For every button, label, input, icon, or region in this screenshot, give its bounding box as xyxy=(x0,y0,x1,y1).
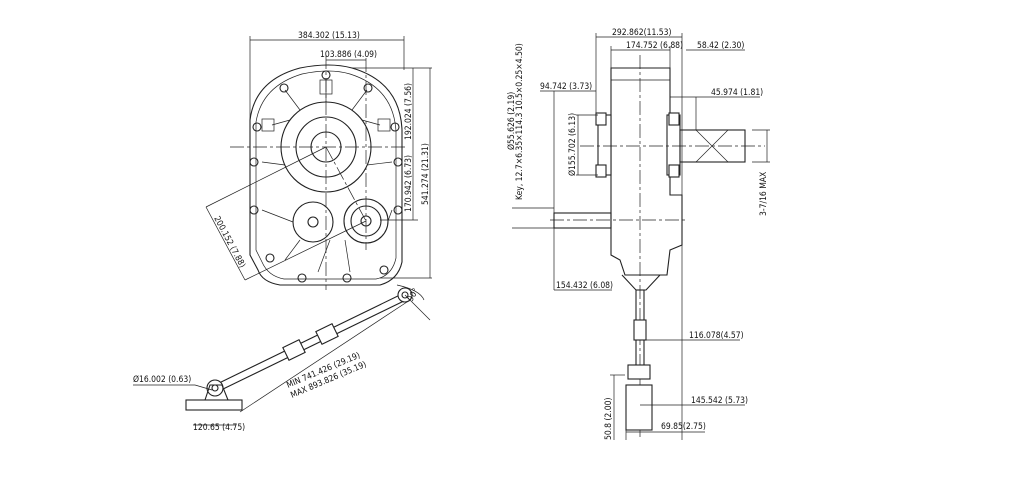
dim-lower-height: 170.942 (6.73) xyxy=(404,155,414,212)
dim-link-offset: 116.078(4.57) xyxy=(689,331,744,341)
side-view: 384.302 (15.13) 103.886 (4.09) 192.024 (… xyxy=(133,31,432,433)
dim-pin-diameter: Ø16.002 (0.63) xyxy=(133,374,191,385)
input-shaft xyxy=(553,212,612,229)
dim-input-shaft-length: 154.432 (6.08) xyxy=(556,281,613,291)
dim-input-shaft-diameter: Ø55.626 (2.19) xyxy=(506,92,517,150)
idler-gear xyxy=(292,201,334,243)
dim-output-offset: 58.42 (2.30) xyxy=(697,41,744,51)
dim-base-width: 69.85(2.75) xyxy=(661,422,706,432)
housing-outline xyxy=(249,64,403,286)
dim-overall-depth: 292.862(11.53) xyxy=(612,28,671,38)
dim-base-offset: 145.542 (5.73) xyxy=(691,396,748,406)
link-base xyxy=(625,384,653,431)
dim-shaft-collar: 45.974 (1.81) xyxy=(711,88,763,98)
dim-flange-offset: 94.742 (3.73) xyxy=(540,82,592,92)
dim-base-height: 50.8 (2.00) xyxy=(604,398,614,440)
dim-shaft-offset: 103.886 (4.09) xyxy=(320,50,377,60)
dim-base-width: 120.65 (4.75) xyxy=(193,423,245,433)
front-view: 292.862(11.53) 174.752 (6.88) 58.42 (2.3… xyxy=(506,28,770,440)
dim-center-distance: 200.152 (7.88) xyxy=(211,215,247,270)
dim-key-spec: Key, 12.7×6.35×114.3 10.5×0.25×4.50) xyxy=(515,43,525,200)
torque-arm xyxy=(185,284,431,413)
arm-base xyxy=(185,399,243,411)
dim-overall-height: 541.274 (21.31) xyxy=(421,143,431,205)
dim-overall-width: 384.302 (15.13) xyxy=(298,31,360,41)
dim-upper-height: 192.024 (7.56) xyxy=(404,83,414,140)
dim-body-depth: 174.752 (6.88) xyxy=(626,41,683,51)
dim-flange-diameter: Ø155.702 (6.13) xyxy=(567,113,578,176)
dim-bore-max: 3-7/16 MAX xyxy=(759,172,769,216)
